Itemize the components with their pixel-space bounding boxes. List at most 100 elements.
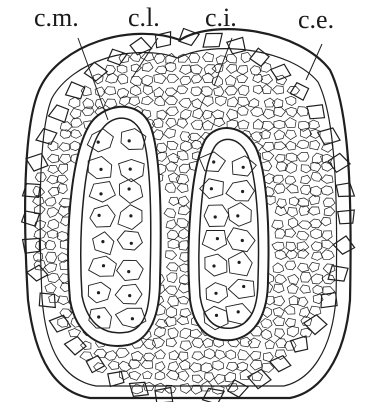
- tissue-cell: [287, 208, 297, 218]
- tissue-cell: [286, 242, 296, 252]
- tissue-cell: [143, 86, 153, 95]
- tissue-cell: [45, 197, 56, 206]
- tissue-cell: [169, 351, 179, 360]
- tissue-cell: [301, 185, 311, 195]
- tissue-cell: [289, 296, 300, 305]
- tissue-cell: [285, 130, 296, 140]
- tissue-cell: [287, 284, 298, 294]
- tissue-cell: [154, 130, 164, 140]
- tissue-cell: [286, 184, 298, 193]
- tissue-cell: [311, 242, 322, 252]
- tissue-cell: [179, 29, 199, 46]
- tissue-cell: [285, 229, 296, 238]
- cell-nucleus: [241, 190, 244, 193]
- tissue-cell: [297, 231, 309, 240]
- tissue-cell: [155, 383, 167, 392]
- tissue-cell: [165, 183, 175, 193]
- tissue-cell: [48, 219, 59, 229]
- tissue-cell: [141, 360, 153, 369]
- tissue-cell: [66, 82, 85, 99]
- tissue-cell: [298, 221, 312, 230]
- tissue-cell: [299, 307, 309, 318]
- tissue-cell: [166, 107, 179, 116]
- tissue-cell: [227, 109, 238, 120]
- tissue-cell: [166, 306, 177, 318]
- tissue-cell: [169, 197, 179, 205]
- tissue-cell: [226, 54, 236, 63]
- tissue-cell: [311, 186, 322, 197]
- tissue-cell: [297, 140, 309, 149]
- tissue-cell: [250, 360, 262, 370]
- label-cm: c.m.: [34, 3, 79, 32]
- tissue-cell: [272, 242, 284, 251]
- tissue-cell: [177, 119, 188, 128]
- tissue-cell: [177, 86, 188, 94]
- tissue-cell: [49, 105, 69, 122]
- tissue-cell: [58, 164, 68, 174]
- tissue-cell: [214, 350, 225, 360]
- tissue-cell: [129, 371, 141, 380]
- tissue-cell: [298, 263, 309, 272]
- tissue-cell: [285, 96, 296, 105]
- tissue-cell: [190, 329, 202, 339]
- tissue-cell: [284, 305, 295, 314]
- tissue-cell: [168, 296, 179, 306]
- tissue-cell: [275, 228, 286, 238]
- tissue-cell: [203, 52, 214, 61]
- tissue-cell: [312, 252, 323, 261]
- tissue-cell: [313, 285, 323, 294]
- tissue-cell: [164, 128, 176, 138]
- tissue-cell: [105, 351, 117, 361]
- tissue-cell: [214, 87, 224, 97]
- tissue-cell: [211, 110, 224, 119]
- tissue-cell: [70, 108, 81, 119]
- cell-nucleus: [97, 315, 100, 318]
- tissue-cell: [250, 66, 260, 76]
- tissue-cell: [180, 384, 191, 394]
- tissue-cell: [336, 183, 354, 197]
- tissue-cell: [248, 338, 261, 348]
- tissue-cell: [262, 84, 272, 93]
- cell-nucleus: [99, 168, 102, 171]
- tissue-cell: [157, 143, 167, 153]
- tissue-cell: [273, 307, 284, 316]
- tissue-cell: [165, 88, 177, 96]
- tissue-cell: [179, 164, 189, 173]
- tissue-cell: [154, 54, 165, 64]
- tissue-cell: [48, 166, 59, 174]
- tissue-cell: [46, 252, 57, 263]
- tissue-cell: [166, 118, 177, 128]
- tissue-cell: [180, 309, 191, 318]
- tissue-cell: [201, 363, 212, 373]
- cell-nucleus: [130, 242, 133, 245]
- tissue-cell: [178, 228, 189, 239]
- tissue-cell: [237, 74, 248, 83]
- tissue-cell: [155, 96, 165, 106]
- tissue-cell: [59, 143, 70, 152]
- tissue-cell: [45, 283, 56, 293]
- tissue-cell: [192, 338, 204, 348]
- tissue-cell: [321, 250, 334, 260]
- tissue-cell: [301, 175, 311, 183]
- cell-nucleus: [210, 187, 213, 190]
- tissue-cell: [166, 161, 178, 171]
- label-cl: c.l.: [128, 3, 160, 32]
- cell-nucleus: [241, 239, 244, 242]
- tissue-cell: [275, 250, 287, 260]
- tissue-cell: [190, 65, 202, 74]
- cell-nucleus: [212, 160, 215, 163]
- tissue-cell: [202, 110, 212, 119]
- tissue-cell: [180, 141, 191, 151]
- tissue-cell: [300, 272, 311, 282]
- tissue-cell: [45, 240, 56, 250]
- tissue-cell: [298, 297, 309, 307]
- tissue-cell: [155, 388, 173, 402]
- tissue-cell: [311, 274, 323, 284]
- tissue-cell: [130, 85, 141, 95]
- cell-nucleus: [236, 214, 239, 217]
- tissue-cell: [154, 74, 166, 84]
- tissue-cell: [262, 121, 274, 130]
- tissue-cell: [180, 341, 192, 351]
- tissue-cell: [180, 132, 191, 142]
